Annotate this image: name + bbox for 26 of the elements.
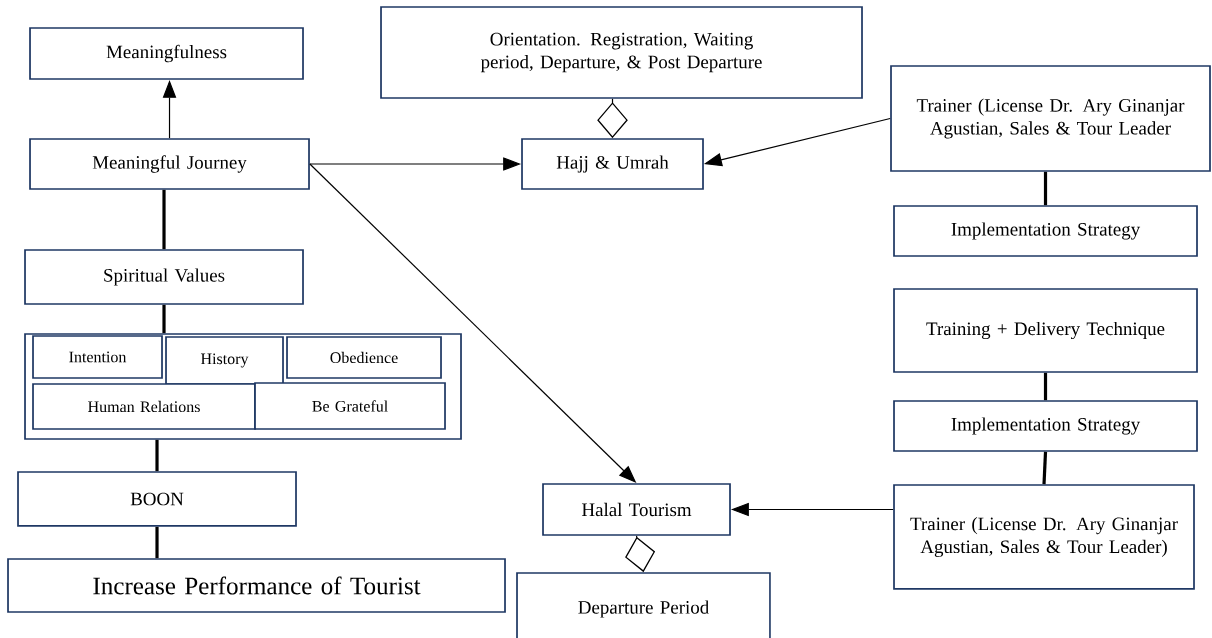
connector-line [162,189,166,250]
text-box: Meaningfulness [29,27,304,80]
text-box: Human Relations [32,383,256,430]
connector-line [155,439,159,472]
text-box: Trainer (License Dr. Ary Ginanjar Agustian, Sales & Tour Leader) [893,484,1195,590]
text-box: Training + Delivery Technique [893,288,1198,373]
text-box: Trainer (License Dr. Ary Ginanjar Agustian, Sales & Tour Leader [890,65,1211,172]
text-box: Halal Tourism [542,483,731,536]
text-box: Implementation Strategy [893,205,1198,257]
text-box: History [165,336,284,385]
text-box: Departure Period [516,572,771,638]
connector-line [1043,171,1048,206]
text-box: BOON [17,471,297,527]
connector-line [1043,372,1048,401]
text-box: Orientation. Registration, Waiting period, Departure, & Post Departure [380,6,863,99]
text-box: Intention [32,335,163,379]
connector-line [162,304,166,334]
text-box: Implementation Strategy [893,400,1198,452]
text-box: Be Grateful [254,382,446,430]
connector-line [1042,451,1048,485]
text-box: Meaningful Journey [29,138,310,190]
text-box: Increase Performance of Tourist [7,558,506,613]
text-box: Hajj & Umrah [521,138,704,190]
text-box: Obedience [286,336,442,379]
connector-line [155,526,159,559]
text-box: Spiritual Values [24,249,304,305]
